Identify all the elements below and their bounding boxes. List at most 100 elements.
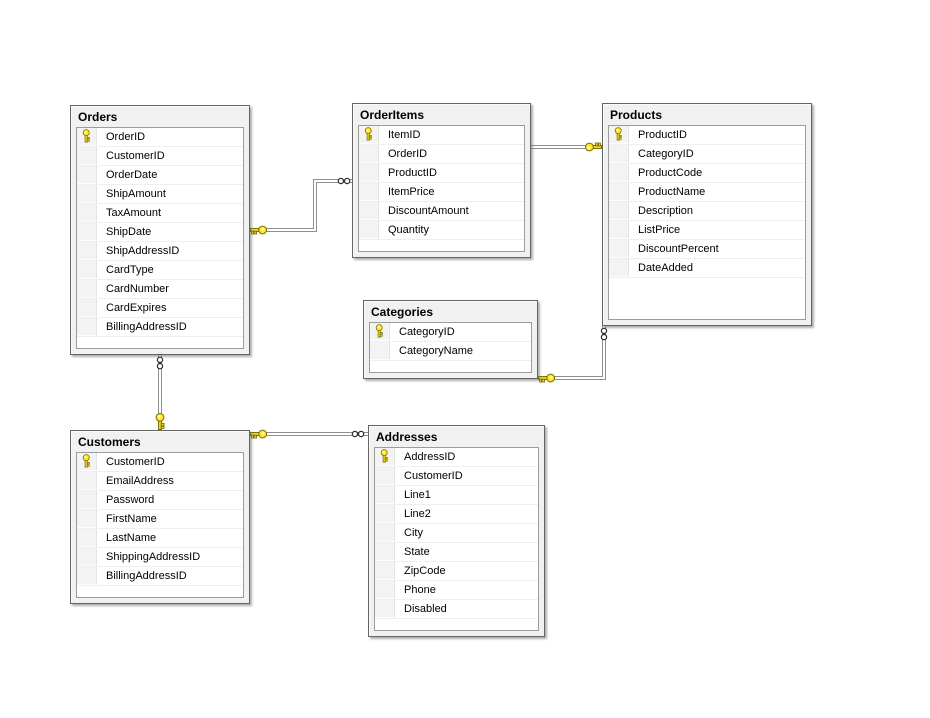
row-selector-cell[interactable]: [359, 145, 379, 163]
row-selector-cell[interactable]: [359, 221, 379, 239]
column-row[interactable]: DateAdded: [609, 259, 805, 278]
row-selector-cell[interactable]: [77, 318, 97, 336]
relation-customers-addresses[interactable]: [250, 429, 368, 439]
row-selector-cell[interactable]: [609, 164, 629, 182]
column-row[interactable]: ShippingAddressID: [77, 548, 243, 567]
row-selector-cell[interactable]: [375, 505, 395, 523]
column-row[interactable]: ProductID: [359, 164, 524, 183]
column-row[interactable]: TaxAmount: [77, 204, 243, 223]
row-selector-cell[interactable]: [375, 581, 395, 599]
column-row[interactable]: BillingAddressID: [77, 567, 243, 586]
row-selector-cell[interactable]: [77, 491, 97, 509]
column-row[interactable]: CustomerID: [77, 453, 243, 472]
column-row[interactable]: City: [375, 524, 538, 543]
column-row[interactable]: BillingAddressID: [77, 318, 243, 337]
column-row[interactable]: CategoryID: [609, 145, 805, 164]
row-selector-cell[interactable]: [77, 166, 97, 184]
row-selector-cell[interactable]: [375, 543, 395, 561]
row-selector-cell[interactable]: [609, 221, 629, 239]
row-selector-cell[interactable]: [375, 486, 395, 504]
row-selector-cell[interactable]: [77, 548, 97, 566]
row-selector-cell[interactable]: [77, 261, 97, 279]
row-selector-cell[interactable]: [77, 242, 97, 260]
row-selector-cell[interactable]: [370, 342, 390, 360]
row-selector-cell[interactable]: [77, 529, 97, 547]
column-row[interactable]: FirstName: [77, 510, 243, 529]
row-selector-cell[interactable]: [359, 183, 379, 201]
row-selector-cell[interactable]: [77, 185, 97, 203]
column-row[interactable]: Line2: [375, 505, 538, 524]
column-row[interactable]: CardNumber: [77, 280, 243, 299]
row-selector-cell[interactable]: [609, 202, 629, 220]
row-selector-cell[interactable]: [375, 467, 395, 485]
row-selector-cell[interactable]: [77, 510, 97, 528]
row-selector-cell[interactable]: [375, 524, 395, 542]
row-selector-cell[interactable]: [609, 183, 629, 201]
row-selector-cell[interactable]: [77, 204, 97, 222]
row-selector-cell[interactable]: [77, 567, 97, 585]
table-title-products[interactable]: Products: [610, 107, 663, 122]
row-selector-cell[interactable]: [375, 600, 395, 618]
column-row[interactable]: LastName: [77, 529, 243, 548]
column-row[interactable]: Description: [609, 202, 805, 221]
column-row[interactable]: Disabled: [375, 600, 538, 619]
column-row[interactable]: ProductCode: [609, 164, 805, 183]
row-selector-cell[interactable]: [609, 126, 629, 144]
relation-products-orderitems[interactable]: [531, 142, 602, 152]
table-title-orders[interactable]: Orders: [78, 109, 118, 124]
table-title-addresses[interactable]: Addresses: [376, 429, 438, 444]
row-selector-cell[interactable]: [77, 128, 97, 146]
column-row[interactable]: CustomerID: [77, 147, 243, 166]
column-row[interactable]: CategoryID: [370, 323, 531, 342]
column-row[interactable]: Password: [77, 491, 243, 510]
row-selector-cell[interactable]: [77, 299, 97, 317]
column-row[interactable]: OrderID: [77, 128, 243, 147]
row-selector-cell[interactable]: [359, 164, 379, 182]
row-selector-cell[interactable]: [609, 259, 629, 277]
row-selector-cell[interactable]: [359, 126, 379, 144]
row-selector-cell[interactable]: [77, 147, 97, 165]
column-row[interactable]: ItemPrice: [359, 183, 524, 202]
row-selector-cell[interactable]: [359, 202, 379, 220]
relation-categories-products[interactable]: [538, 326, 608, 383]
row-selector-cell[interactable]: [77, 472, 97, 490]
row-selector-cell[interactable]: [375, 448, 395, 466]
column-row[interactable]: CardExpires: [77, 299, 243, 318]
column-row[interactable]: ListPrice: [609, 221, 805, 240]
column-row[interactable]: ItemID: [359, 126, 524, 145]
column-row[interactable]: ZipCode: [375, 562, 538, 581]
column-row[interactable]: ShipAmount: [77, 185, 243, 204]
column-row[interactable]: DiscountAmount: [359, 202, 524, 221]
table-title-categories[interactable]: Categories: [371, 304, 434, 319]
column-row[interactable]: Line1: [375, 486, 538, 505]
row-selector-cell[interactable]: [609, 145, 629, 163]
column-row[interactable]: ProductID: [609, 126, 805, 145]
row-selector-cell[interactable]: [77, 280, 97, 298]
relation-customers-orders[interactable]: [155, 355, 165, 430]
column-row[interactable]: EmailAddress: [77, 472, 243, 491]
column-row[interactable]: Phone: [375, 581, 538, 600]
column-row[interactable]: Quantity: [359, 221, 524, 240]
column-row[interactable]: OrderID: [359, 145, 524, 164]
column-row[interactable]: DiscountPercent: [609, 240, 805, 259]
row-selector-cell[interactable]: [370, 323, 390, 341]
column-row[interactable]: CustomerID: [375, 467, 538, 486]
column-row[interactable]: CategoryName: [370, 342, 531, 361]
row-selector-cell[interactable]: [77, 223, 97, 241]
column-row[interactable]: ProductName: [609, 183, 805, 202]
column-row[interactable]: AddressID: [375, 448, 538, 467]
row-selector-cell[interactable]: [77, 453, 97, 471]
relation-orders-orderitems[interactable]: [250, 177, 352, 235]
row-selector-cell[interactable]: [609, 240, 629, 258]
row-selector-cell[interactable]: [375, 562, 395, 580]
column-row[interactable]: CardType: [77, 261, 243, 280]
table-title-customers[interactable]: Customers: [78, 434, 141, 449]
column-row[interactable]: ShipAddressID: [77, 242, 243, 261]
